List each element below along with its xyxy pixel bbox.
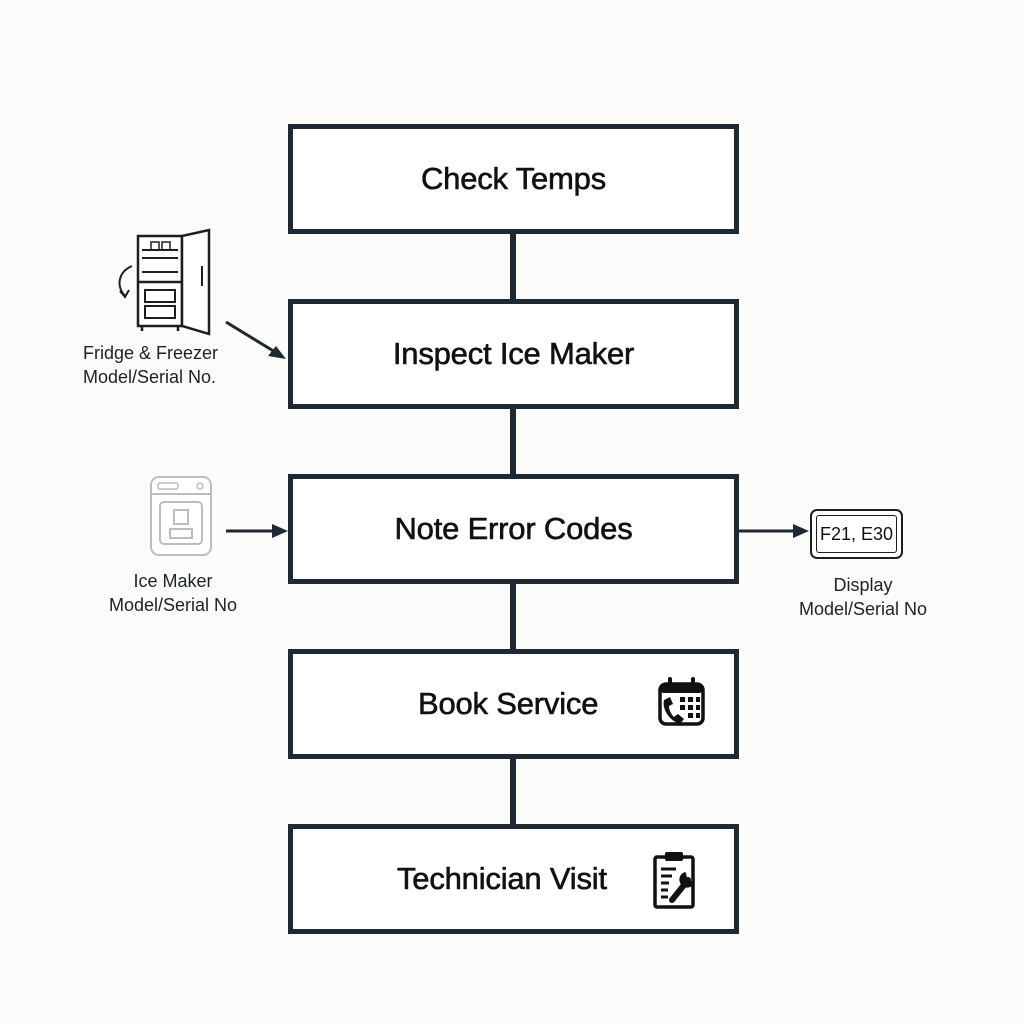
connector-3-4 bbox=[510, 583, 516, 651]
clipboard-wrench-icon bbox=[653, 852, 695, 909]
calendar-phone-icon bbox=[658, 677, 705, 726]
display-label: Display Model/Serial No bbox=[788, 573, 938, 621]
arrow-fridge-to-inspect bbox=[225, 320, 286, 359]
arrow-note-to-display bbox=[739, 524, 809, 538]
display-screen-icon: F21, E30 bbox=[810, 509, 903, 559]
display-screen-inner: F21, E30 bbox=[816, 515, 897, 553]
connector-2-3 bbox=[510, 408, 516, 476]
step-note-error-codes: Note Error Codes bbox=[288, 474, 739, 584]
display-label-line2: Model/Serial No bbox=[798, 599, 928, 619]
display-label-line1: Display bbox=[833, 575, 893, 595]
ice-maker-label-line2: Model/Serial No bbox=[108, 595, 238, 615]
fridge-label-line1: Fridge & Freezer bbox=[83, 343, 219, 363]
step-label: Inspect Ice Maker bbox=[392, 336, 635, 372]
step-label: Book Service bbox=[418, 686, 599, 722]
step-check-temps: Check Temps bbox=[288, 124, 739, 234]
connector-4-5 bbox=[510, 758, 516, 826]
step-label: Note Error Codes bbox=[394, 511, 633, 547]
fridge-freezer-icon bbox=[118, 228, 211, 336]
step-label: Check Temps bbox=[420, 161, 607, 197]
step-inspect-ice-maker: Inspect Ice Maker bbox=[288, 299, 739, 409]
fridge-label-line2: Model/Serial No. bbox=[83, 367, 217, 387]
arrow-ice-maker-to-note bbox=[226, 524, 288, 538]
ice-maker-label-line1: Ice Maker bbox=[133, 571, 213, 591]
step-label: Technician Visit bbox=[397, 861, 608, 897]
fridge-freezer-label: Fridge & Freezer Model/Serial No. bbox=[83, 341, 218, 389]
ice-maker-label: Ice Maker Model/Serial No bbox=[98, 569, 248, 617]
display-error-codes: F21, E30 bbox=[819, 523, 894, 544]
connector-1-2 bbox=[510, 233, 516, 301]
ice-maker-icon bbox=[150, 476, 212, 556]
